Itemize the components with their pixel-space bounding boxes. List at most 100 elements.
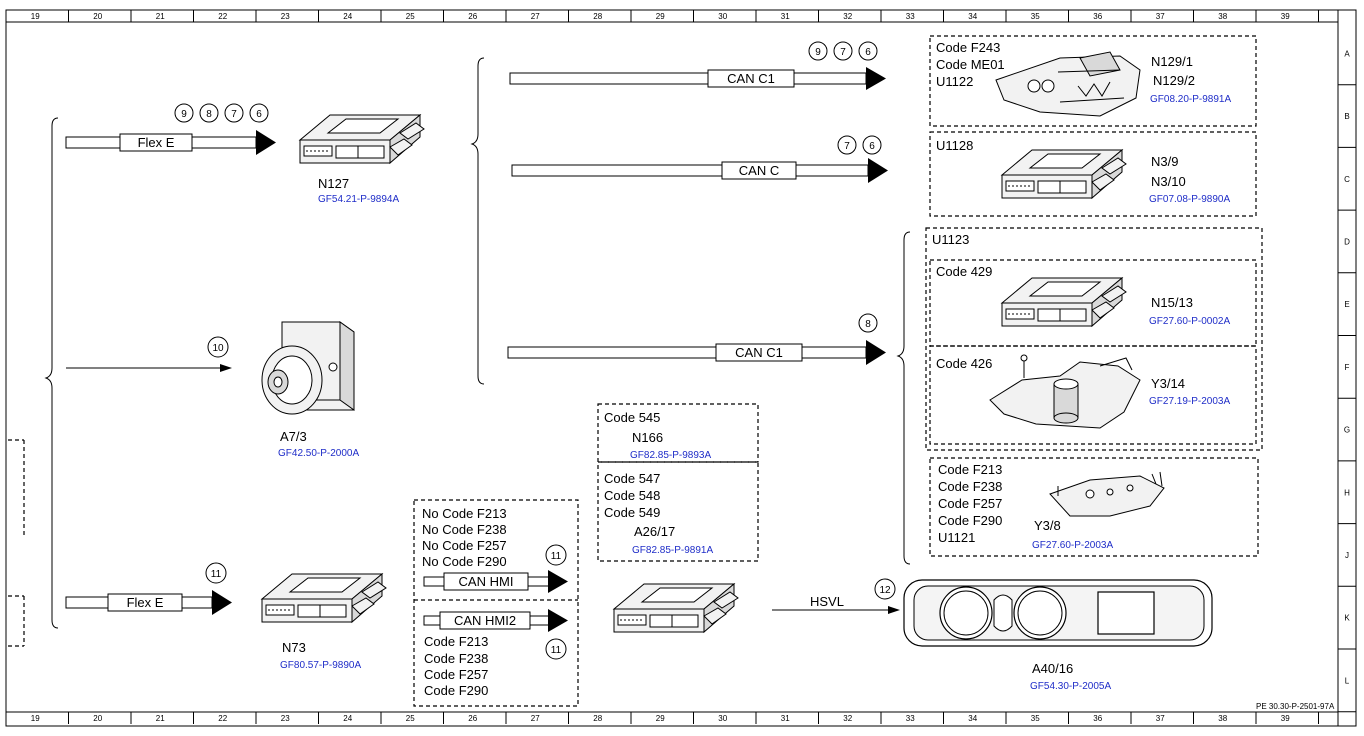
can-c-bus: CAN C <box>511 158 888 183</box>
grid-column-label: 31 <box>781 12 790 21</box>
flex-e-bottom-bus: Flex E <box>65 590 232 615</box>
y314-valve-picture <box>989 354 1141 429</box>
n129-name-2: N129/2 <box>1153 73 1195 88</box>
marker-9-flex-e-top: 9 <box>174 103 194 123</box>
upper-brace <box>470 57 485 385</box>
n1513-name: N15/13 <box>1151 295 1193 310</box>
n166-code: Code 545 <box>604 410 660 425</box>
grid-column-label: 35 <box>1031 12 1040 21</box>
grid-column-label: 30 <box>718 714 727 723</box>
grid-column-label: 29 <box>656 714 665 723</box>
u1123-box: U1123 Code 429 N15/13 GF27.60-P-0002A Co… <box>925 227 1263 451</box>
y314-box <box>929 345 1257 445</box>
grid-column-label: 34 <box>968 12 977 21</box>
svg-text:12: 12 <box>879 585 891 596</box>
a2617-name: A26/17 <box>634 524 675 539</box>
no-code-1: No Code F213 <box>422 506 507 521</box>
marker-11-can-hmi2: 11 <box>545 638 567 660</box>
y38-code-4: Code F290 <box>938 513 1002 528</box>
grid-column-label: 39 <box>1281 12 1290 21</box>
can-c1-mid-label: CAN C1 <box>735 345 783 360</box>
left-brace <box>44 117 59 629</box>
marker-9-can-c1-top: 9 <box>808 41 828 61</box>
grid-column-label: 20 <box>93 12 102 21</box>
right-brace <box>896 231 911 565</box>
grid-row-label: L <box>1345 676 1350 685</box>
grid-column-label: 26 <box>468 12 477 21</box>
n129-ref: GF08.20-P-9891A <box>1150 94 1231 105</box>
marker-8-flex-e-top: 8 <box>199 103 219 123</box>
grid-column-label: 23 <box>281 714 290 723</box>
y38-plate-picture <box>1049 471 1165 517</box>
svg-text:6: 6 <box>869 141 875 152</box>
svg-text:10: 10 <box>212 343 224 354</box>
marker-7-can-c: 7 <box>837 135 857 155</box>
grid-column-label: 38 <box>1218 714 1227 723</box>
y314-ref: GF27.19-P-2003A <box>1149 396 1230 407</box>
n73-name: N73 <box>282 640 306 655</box>
n1513-code: Code 429 <box>936 264 992 279</box>
grid-column-label: 28 <box>593 714 602 723</box>
grid-column-label: 24 <box>343 714 352 723</box>
drawing-id: PE 30.30-P-2501-97A <box>1256 702 1335 711</box>
hmi2-code-1: Code F213 <box>424 634 488 649</box>
svg-text:11: 11 <box>211 569 222 580</box>
n1513-ref: GF27.60-P-0002A <box>1149 316 1230 327</box>
can-hmi-code-box: No Code F213 No Code F238 No Code F257 N… <box>413 499 579 707</box>
grid-column-label: 25 <box>406 12 415 21</box>
n39-ref: GF07.08-P-9890A <box>1149 194 1230 205</box>
left-edge-stubs <box>8 439 25 647</box>
flex-e-bottom-label: Flex E <box>127 595 164 610</box>
n127-name: N127 <box>318 176 349 191</box>
grid-column-label: 32 <box>843 714 852 723</box>
no-code-3: No Code F257 <box>422 538 507 553</box>
grid-column-label: 38 <box>1218 12 1227 21</box>
y38-code-1: Code F213 <box>938 462 1002 477</box>
grid-row-label: E <box>1344 300 1349 309</box>
n127-ref: GF54.21-P-9894A <box>318 194 399 205</box>
n166-name: N166 <box>632 430 663 445</box>
svg-text:7: 7 <box>231 109 237 120</box>
n129-code-1: Code F243 <box>936 40 1000 55</box>
grid-column-label: 19 <box>31 714 40 723</box>
hmi2-code-2: Code F238 <box>424 651 488 666</box>
y38-code-3: Code F257 <box>938 496 1002 511</box>
grid-column-label: 36 <box>1093 12 1102 21</box>
can-hmi2-label: CAN HMI2 <box>454 613 516 628</box>
y38-ref: GF27.60-P-2003A <box>1032 540 1113 551</box>
a4016-name: A40/16 <box>1032 661 1073 676</box>
y38-code-2: Code F238 <box>938 479 1002 494</box>
no-code-2: No Code F238 <box>422 522 507 537</box>
flex-e-top-label: Flex E <box>138 135 175 150</box>
grid-column-label: 21 <box>156 12 165 21</box>
svg-text:8: 8 <box>865 319 871 330</box>
n127-control-unit: N127 GF54.21-P-9894A <box>299 114 425 205</box>
grid-column-label: 25 <box>406 714 415 723</box>
marker-8-can-c1-mid: 8 <box>858 313 878 333</box>
grid-row-label: A <box>1344 49 1350 58</box>
grid-row-label: H <box>1344 488 1350 497</box>
n129-name-1: N129/1 <box>1151 54 1193 69</box>
grid-column-label: 33 <box>906 12 915 21</box>
n129-unit-picture <box>995 51 1141 117</box>
grid-row-label: J <box>1345 551 1349 560</box>
grid-row-label: K <box>1344 614 1350 623</box>
svg-text:7: 7 <box>840 47 846 58</box>
svg-text:7: 7 <box>844 141 850 152</box>
grid-column-label: 22 <box>218 12 227 21</box>
svg-text:11: 11 <box>551 551 562 562</box>
n129-box: Code F243 Code ME01 U1122 N129/1 N129/2 … <box>929 35 1257 127</box>
can-c1-mid-bus: CAN C1 <box>507 340 886 365</box>
grid-column-label: 21 <box>156 714 165 723</box>
flex-e-top-bus: Flex E <box>65 130 276 155</box>
svg-text:9: 9 <box>815 47 821 58</box>
n73-control-unit: N73 GF80.57-P-9890A <box>261 573 387 671</box>
grid-column-label: 23 <box>281 12 290 21</box>
hmi2-code-3: Code F257 <box>424 667 488 682</box>
grid-row-label: G <box>1344 426 1350 435</box>
grid-row-label: D <box>1344 237 1350 246</box>
